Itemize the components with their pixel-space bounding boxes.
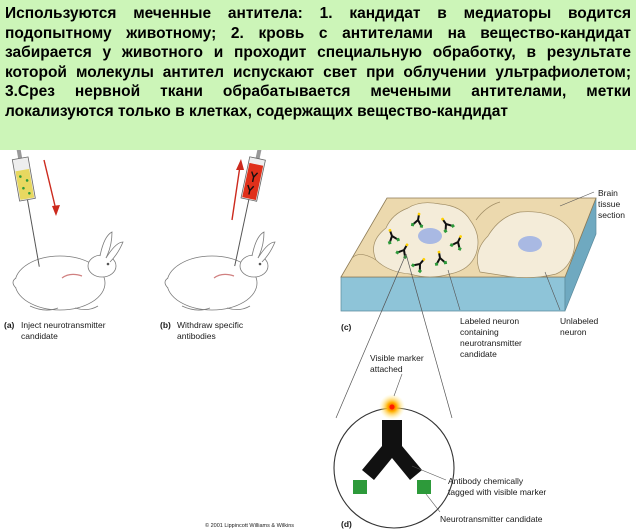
marker-label-line1: Visible marker (370, 353, 424, 363)
panel-b-letter: (b) (160, 320, 171, 330)
figure-canvas: (a) Inject neurotransmitter candidate (4, 150, 625, 529)
incision-mark-b (213, 273, 235, 279)
candidate-label: Neurotransmitter candidate (440, 514, 543, 524)
bound-antibodies (387, 212, 462, 274)
unlabeled-neuron-label-line2: neuron (560, 327, 587, 337)
antibody-icon (362, 420, 422, 480)
panel-a-illustration: (a) Inject neurotransmitter candidate (4, 150, 124, 341)
antibody-label-line1: Antibody chemically (448, 476, 524, 486)
panel-b-caption-line1: Withdraw specific (177, 320, 244, 330)
tissue-label-line1: Brain (598, 188, 618, 198)
labeled-neuron-label-line2: containing (460, 327, 499, 337)
antibody-label-line2: tagged with visible marker (448, 487, 546, 497)
panel-c-tissue-section: Brain tissue section (c) Labeled neuron … (335, 188, 625, 419)
marker-label-line2: attached (370, 364, 403, 374)
tissue-front-face (340, 276, 566, 312)
panel-d-letter: (d) (341, 519, 352, 529)
panel-a-letter: (a) (4, 320, 15, 330)
arrow-up-icon (231, 159, 244, 221)
unlabeled-neuron-nucleus (518, 236, 542, 252)
labeled-neuron-label-line4: candidate (460, 349, 497, 359)
tissue-label-line2: tissue (598, 199, 620, 209)
header-banner: Используются меченные антитела: 1. канди… (0, 0, 636, 150)
labeled-neuron-label-line1: Labeled neuron (460, 316, 519, 326)
panel-a-caption-line1: Inject neurotransmitter (21, 320, 106, 330)
unlabeled-neuron-label-line1: Unlabeled (560, 316, 599, 326)
incision-mark-a (61, 273, 83, 279)
panel-a-caption-line2: candidate (21, 331, 58, 341)
rabbit-b (164, 231, 276, 311)
labeled-neuron-label-line3: neurotransmitter (460, 338, 522, 348)
panel-d-antibody-detail: Visible marker attached Antibody chemica… (333, 353, 546, 529)
copyright-text: © 2001 Lippincott Williams & Wilkins (205, 522, 294, 529)
panel-c-letter: (c) (341, 322, 352, 332)
syringe-a (11, 150, 40, 267)
arrow-down-icon (43, 159, 60, 216)
neurotransmitter-candidate-left (353, 480, 367, 494)
panel-b-caption-line2: antibodies (177, 331, 216, 341)
neurotransmitter-candidate-right (417, 480, 431, 494)
tissue-label-line3: section (598, 210, 625, 220)
panel-b-illustration: (b) Withdraw specific antibodies (160, 150, 276, 341)
syringe-b (234, 150, 268, 267)
header-text: Используются меченные антитела: 1. канди… (5, 5, 631, 120)
labeled-neuron-nucleus (418, 228, 442, 244)
rabbit-a (12, 231, 124, 311)
